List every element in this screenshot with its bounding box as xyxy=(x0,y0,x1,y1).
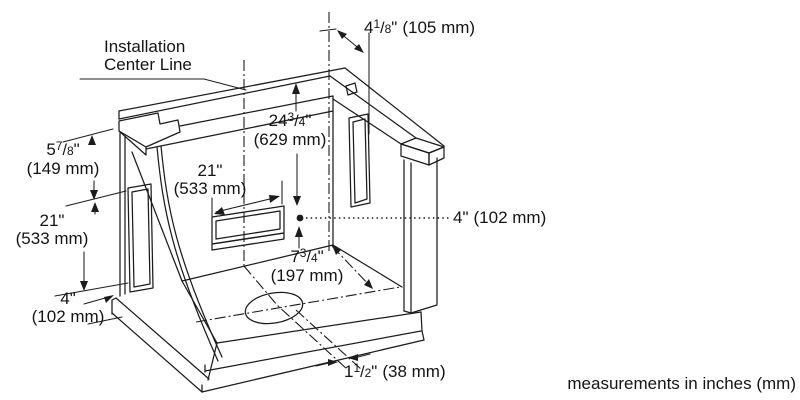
center-tab xyxy=(345,82,358,96)
dim-hole-depth-label: 73/4" (197 mm) xyxy=(270,246,344,285)
back-top-rail xyxy=(118,95,334,246)
back-vent-slot xyxy=(211,205,285,251)
center-line-leader xyxy=(79,78,247,91)
floor-base xyxy=(111,280,425,393)
dimension-lines xyxy=(54,28,371,367)
dim-niche-height-label: 243/4" (629 mm) xyxy=(253,110,327,149)
right-vent-slot xyxy=(348,113,371,208)
dim-side-top-label: 57/8" (149 mm) xyxy=(26,139,100,178)
center-lines xyxy=(195,12,401,371)
left-vent-slot xyxy=(127,183,154,293)
back-wall xyxy=(131,151,334,282)
right-wall xyxy=(332,113,403,288)
hole-depth-dim-line xyxy=(331,245,373,289)
dim-slot-width-label: 21" (533 mm) xyxy=(173,161,247,198)
arrowheads xyxy=(80,30,373,366)
hole-transverse-center-line xyxy=(195,286,401,323)
units-note: measurements in inches (mm) xyxy=(567,374,796,393)
conduit-hole xyxy=(244,291,304,325)
dim-top-offset-label: 41/8"(105 mm) xyxy=(364,17,476,37)
floor-center-line xyxy=(243,265,349,371)
top-frame xyxy=(118,67,445,166)
hole-offset-line xyxy=(295,309,363,371)
reference-point xyxy=(296,214,304,222)
dim-hole-offset-label: 11/2"(38 mm) xyxy=(344,361,446,381)
front-right-stile xyxy=(403,157,438,314)
dim-hole-right-label: 4"(102 mm) xyxy=(453,208,547,227)
dim-side-slot-label: 21" (533 mm) xyxy=(15,211,89,248)
installation-center-line-label: Installation Center Line xyxy=(104,37,192,74)
dim-side-bottom-label: 4" (102 mm) xyxy=(31,289,105,326)
left-wall xyxy=(119,132,223,362)
